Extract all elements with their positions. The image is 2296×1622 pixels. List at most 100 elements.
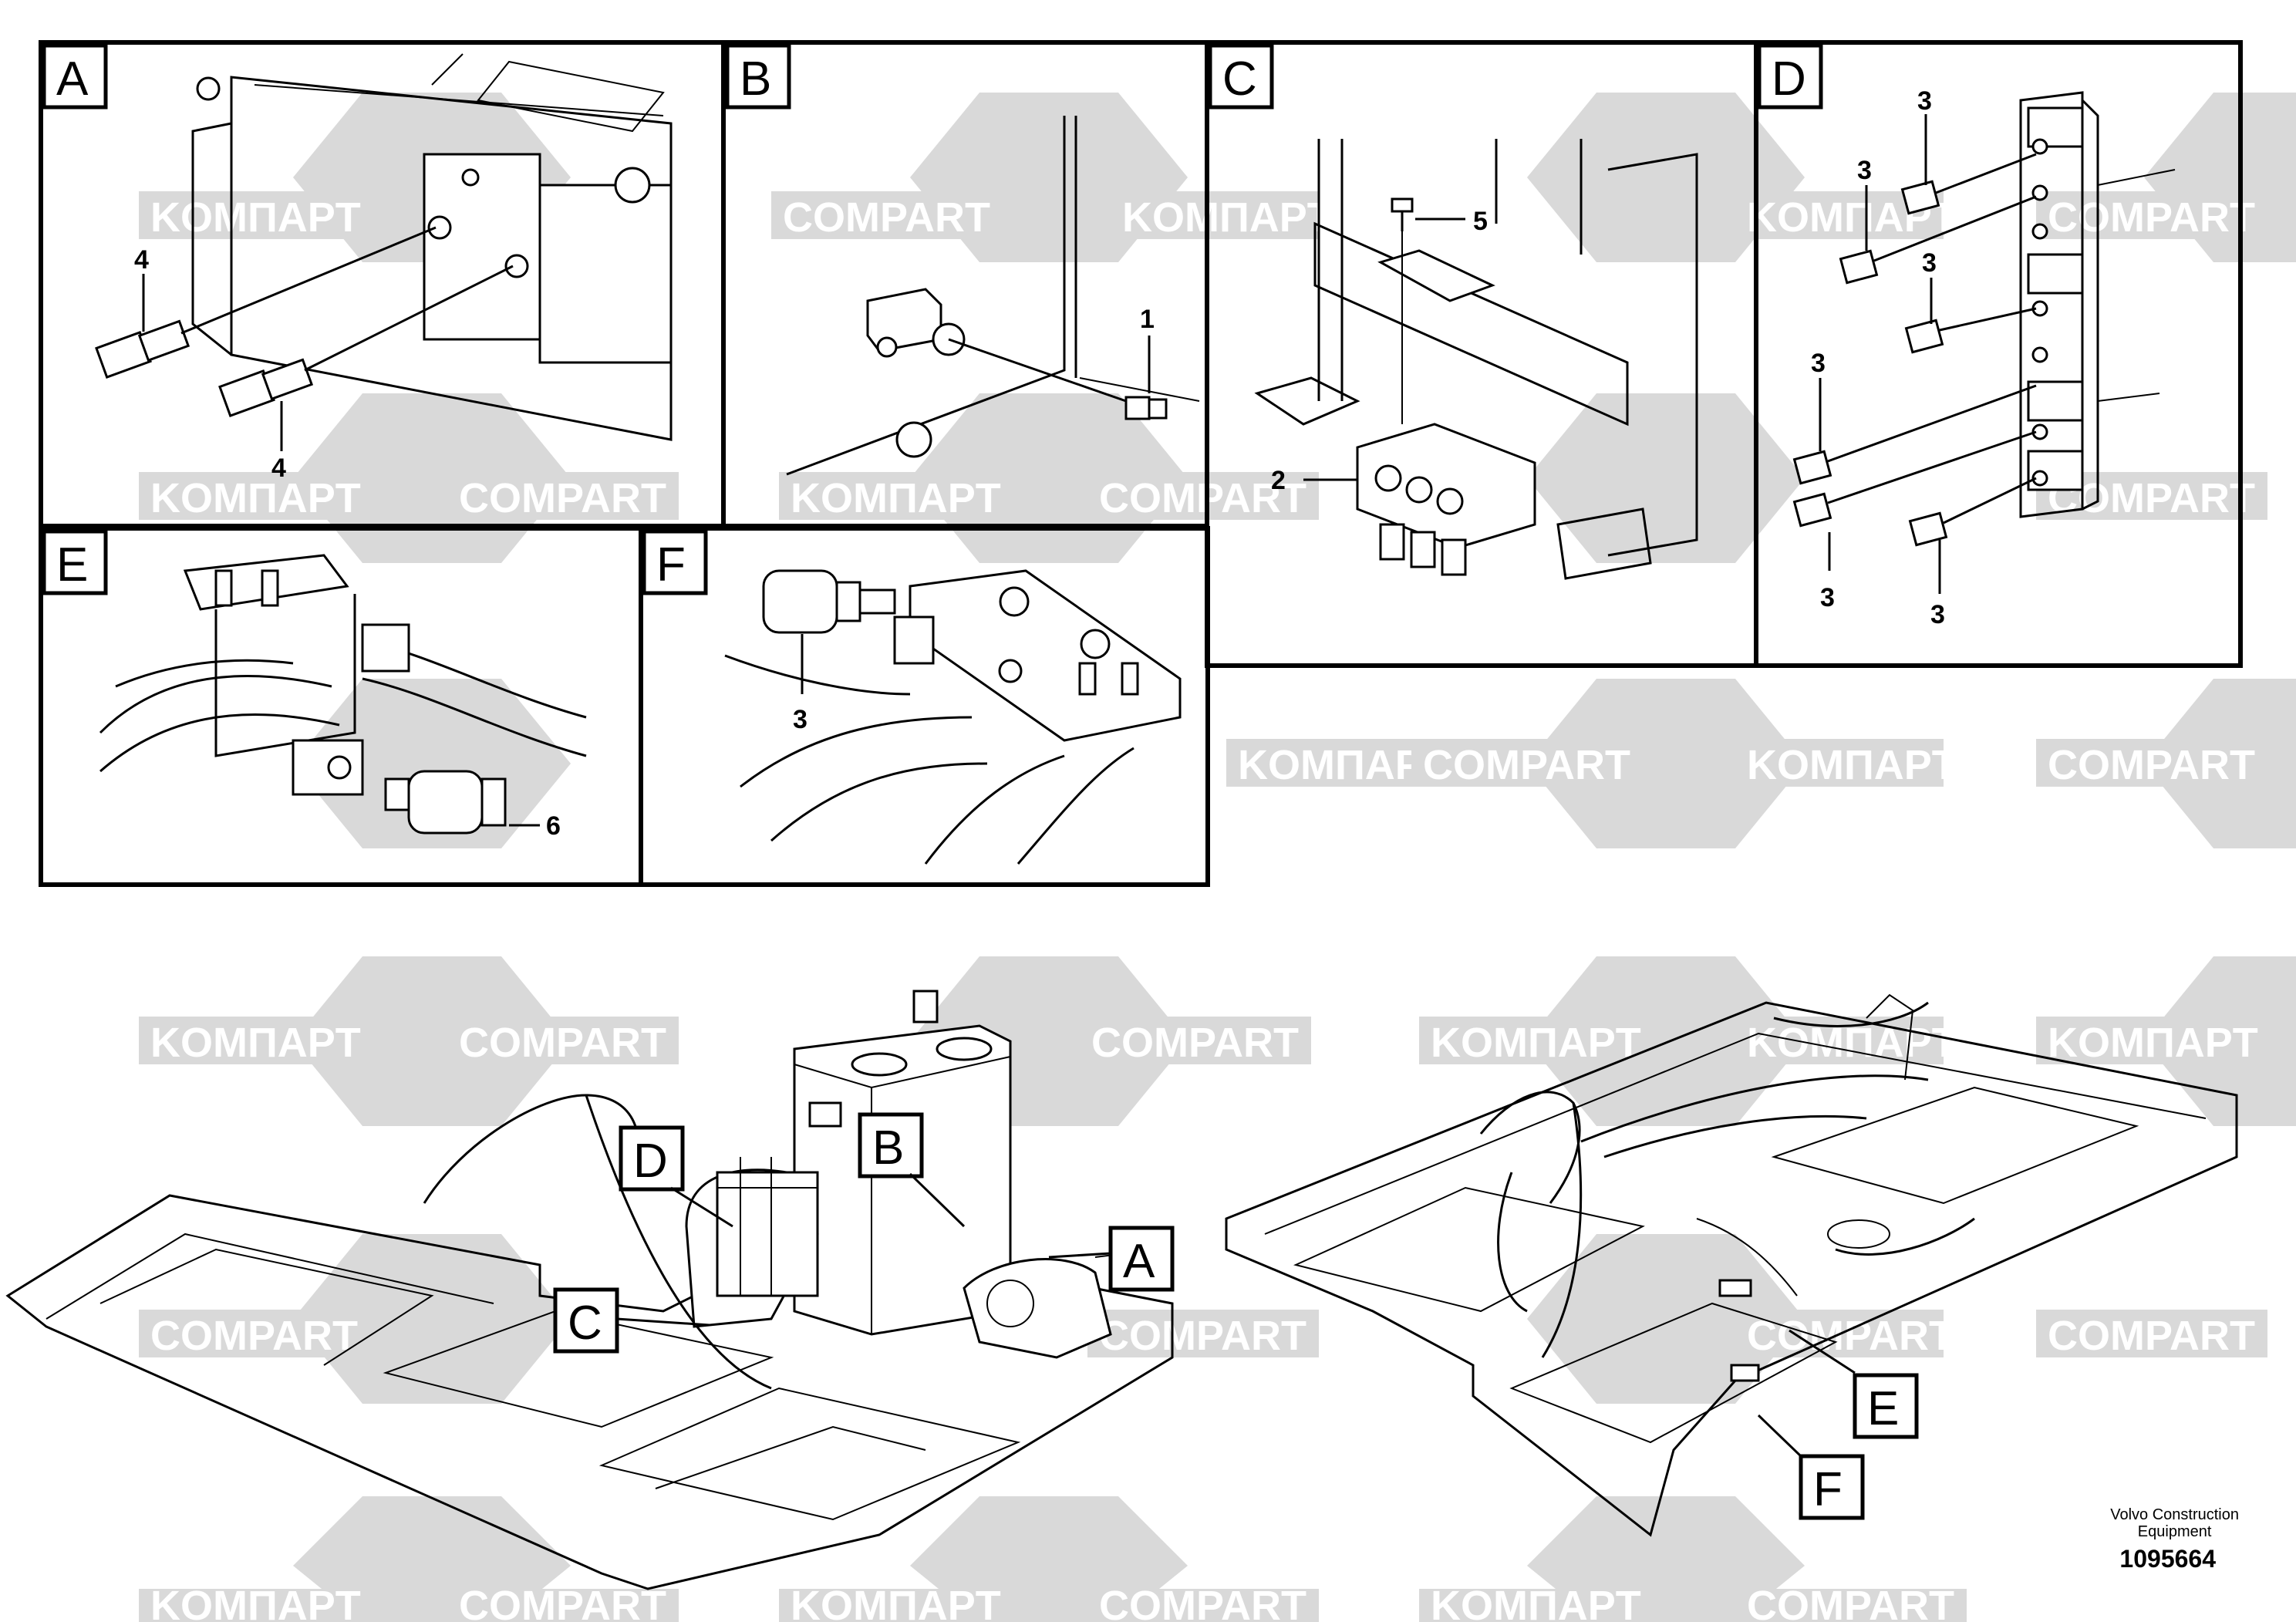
svg-text:B: B [740, 52, 771, 106]
panel-a-tag: A [42, 43, 108, 110]
panel-d-artwork [2019, 91, 2176, 518]
sensor-d-2 [1839, 195, 2037, 285]
panel-f-artwork [724, 569, 1182, 865]
panel-d-tag: D [1757, 43, 1823, 110]
valve-block-c [1303, 423, 1536, 576]
footer-brand: Volvo Construction Equipment [2110, 1506, 2239, 1540]
panel-a: 4 4 A [39, 40, 726, 528]
panel-b-artwork [786, 116, 1200, 476]
brand-line-2: Equipment [2137, 1523, 2212, 1540]
svg-text:KOMПAPT: KOMПAPT [1431, 1020, 1641, 1066]
callout-b: 1 [1140, 305, 1155, 334]
svg-text:KOMПAPT: KOMПAPT [150, 194, 361, 241]
callout-d-1: 3 [1917, 86, 1932, 116]
svg-text:COMPART: COMPART [1091, 1020, 1299, 1066]
svg-text:C: C [1222, 52, 1257, 106]
watermark-row-6: KOMПAPT COMPART KOMПAPT COMPART KOMПAPT … [139, 1496, 1967, 1622]
overview-tag-c: C [553, 1287, 710, 1354]
callout-a-top: 4 [134, 245, 149, 275]
svg-text:KOMПAPT: KOMПAPT [150, 1583, 361, 1622]
sensor-d-6 [1908, 477, 2037, 547]
callout-c-block: 2 [1271, 466, 1286, 495]
overview-callouts: D B A C E F [553, 1112, 1919, 1520]
svg-text:D: D [633, 1135, 668, 1188]
svg-text:D: D [1772, 52, 1806, 106]
callout-d-5: 3 [1820, 583, 1835, 612]
svg-text:KOMПAPT: KOMПAPT [1747, 742, 1957, 788]
svg-text:COMPART: COMPART [459, 475, 666, 521]
panel-e-tag: E [42, 529, 108, 595]
overview-tag-b: B [858, 1112, 966, 1228]
panel-a-artwork [191, 53, 673, 441]
panel-f-tag: F [642, 529, 708, 595]
watermark-row-3: KOMПAPT COMPART KOMПAPT COMPART [293, 679, 2296, 848]
callout-d-6: 3 [1930, 600, 1945, 629]
sensor-d-1 [1900, 153, 2037, 215]
callout-e: 6 [546, 811, 561, 841]
bolt-c [1391, 197, 1465, 424]
sensor-d-5 [1792, 430, 2037, 528]
svg-text:E: E [56, 538, 88, 592]
panel-c-artwork [1254, 139, 1698, 580]
overview-frame-right [1225, 993, 2238, 1537]
svg-text:COMPART: COMPART [1099, 475, 1306, 521]
svg-text:KOMПAPT: KOMПAPT [2048, 1020, 2258, 1066]
panel-e: 6 E [39, 526, 643, 887]
overview-tag-a: A [1048, 1226, 1175, 1292]
panel-b-tag: B [725, 43, 791, 110]
drawing-number: 1095664 [2119, 1545, 2216, 1573]
pressure-switch-e [384, 770, 540, 835]
svg-text:COMPART: COMPART [783, 194, 990, 241]
svg-text:COMPART: COMPART [1747, 1313, 1954, 1359]
svg-text:KOMПAPT: KOMПAPT [791, 475, 1001, 521]
sensor-d-4 [1792, 384, 2037, 485]
overview-tag-e: E [1789, 1329, 1919, 1439]
svg-text:A: A [56, 52, 89, 106]
svg-text:E: E [1867, 1382, 1899, 1435]
panel-c: 5 2 C [1205, 40, 1758, 668]
watermark-row-4: KOMПAPT COMPART COMPART KOMПAPT KOMПAPT … [139, 956, 2296, 1126]
svg-text:A: A [1123, 1235, 1155, 1288]
callout-d-4: 3 [1811, 349, 1826, 378]
callout-a-bottom: 4 [271, 454, 286, 483]
svg-text:COMPART: COMPART [2048, 194, 2255, 241]
svg-text:F: F [1813, 1463, 1843, 1516]
svg-text:COMPART: COMPART [1423, 742, 1630, 788]
svg-text:COMPART: COMPART [2048, 742, 2255, 788]
svg-text:B: B [872, 1121, 904, 1175]
watermark-row-5: COMPART COMPART COMPART COMPART [139, 1234, 2267, 1404]
svg-text:F: F [656, 538, 686, 592]
brand-line-1: Volvo Construction [2110, 1506, 2239, 1523]
sensor-d-3 [1904, 307, 2037, 354]
callout-f: 3 [793, 705, 807, 734]
svg-text:KOMПAPT: KOMПAPT [150, 1020, 361, 1066]
svg-text:COMPART: COMPART [1099, 1583, 1306, 1622]
svg-text:COMPART: COMPART [1747, 1583, 1954, 1622]
svg-text:COMPART: COMPART [2048, 1313, 2255, 1359]
overview-tag-f: F [1757, 1414, 1865, 1520]
svg-text:COMPART: COMPART [459, 1583, 666, 1622]
svg-text:C: C [568, 1297, 602, 1350]
svg-text:KOMПAPT: KOMПAPT [1747, 1020, 1957, 1066]
panel-e-artwork [99, 554, 587, 796]
svg-text:COMPART: COMPART [150, 1313, 358, 1359]
svg-text:KOMПAPT: KOMПAPT [1431, 1583, 1641, 1622]
overview-frame-left [5, 990, 1174, 1590]
pressure-switch-f [762, 569, 896, 634]
svg-text:COMPART: COMPART [459, 1020, 666, 1066]
sensor-b [948, 338, 1168, 420]
watermark-row-2: KOMПAPT COMPART KOMПAPT COMPART COMPART [139, 393, 2267, 563]
panel-f: 3 F [639, 526, 1210, 887]
pressure-sensor-a-bottom [218, 265, 514, 417]
panel-d: 3 3 3 3 3 3 D [1754, 40, 2243, 668]
svg-text:KOMПAPT: KOMПAPT [150, 475, 361, 521]
svg-text:COMPART: COMPART [1099, 1313, 1306, 1359]
pressure-sensor-a-top [95, 226, 437, 379]
panel-c-tag: C [1208, 43, 1274, 110]
svg-text:KOMПAPT: KOMПAPT [1122, 194, 1333, 241]
callout-d-3: 3 [1922, 248, 1937, 278]
overview-tag-d: D [619, 1125, 733, 1228]
callout-c-bolt: 5 [1473, 207, 1488, 236]
svg-text:KOMПAPT: KOMПAPT [791, 1583, 1001, 1622]
